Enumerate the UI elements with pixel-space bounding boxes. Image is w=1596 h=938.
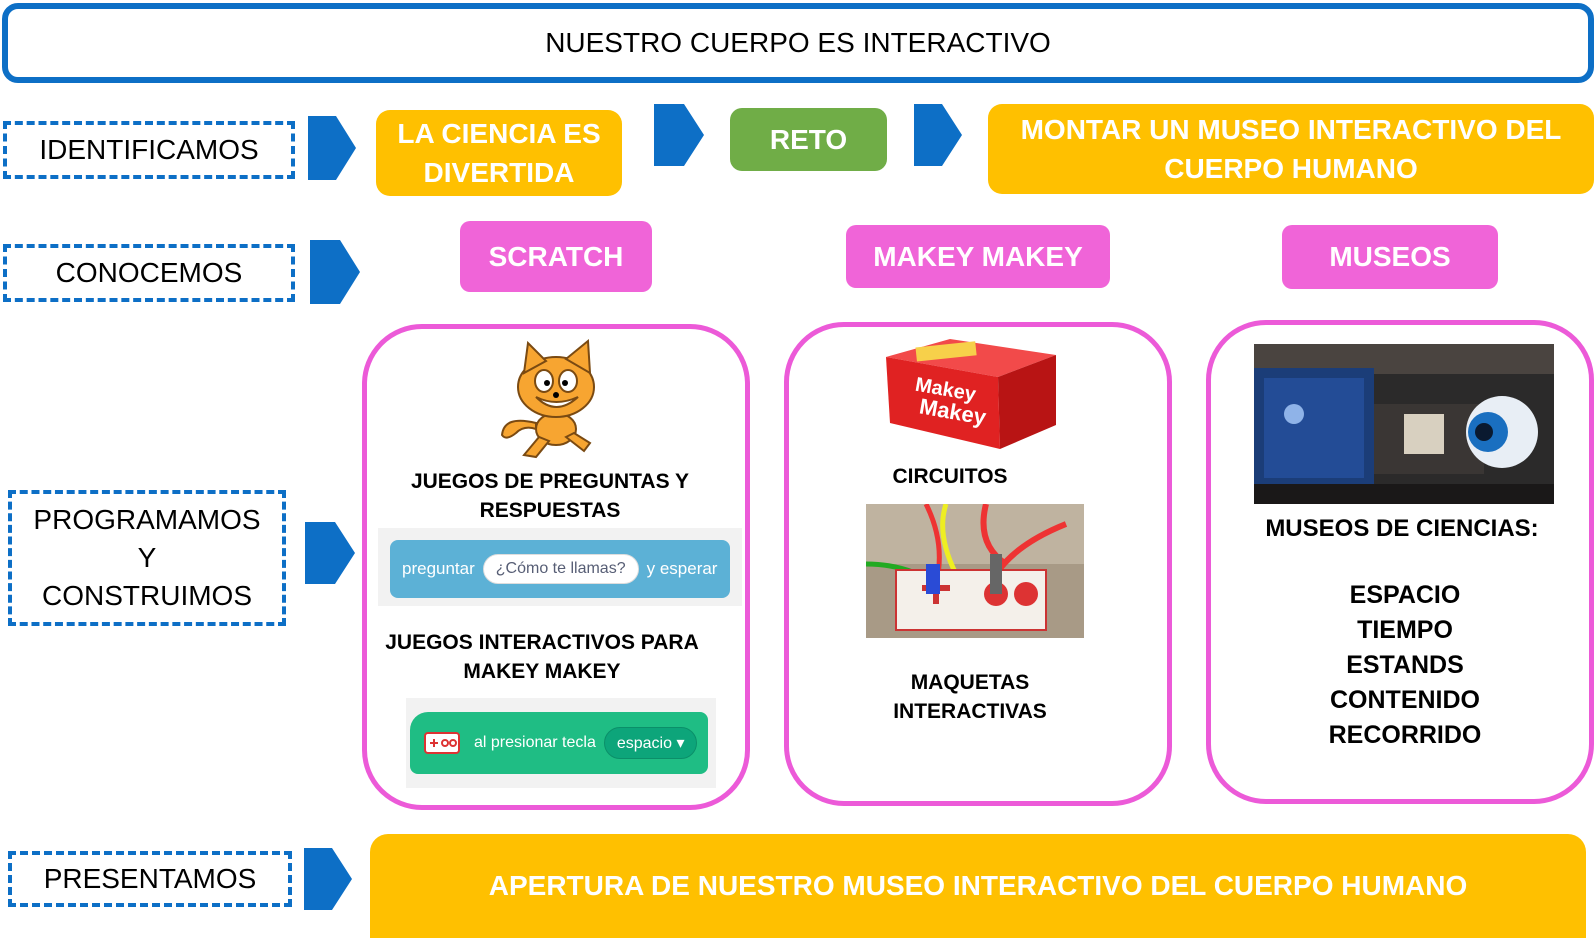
museos-item: ESTANDS <box>1346 651 1464 679</box>
museos-item: TIEMPO <box>1357 616 1453 644</box>
scratch-label-2: JUEGOS INTERACTIVOS PARA MAKEY MAKEY <box>372 628 712 687</box>
key-dropdown-value: espacio <box>616 735 672 752</box>
tool-makey: MAKEY MAKEY <box>846 225 1110 288</box>
stage-identificamos: IDENTIFICAMOS <box>3 121 295 179</box>
museos-list: ESPACIO TIEMPO ESTANDS CONTENIDO RECORRI… <box>1300 578 1510 753</box>
tool-label: SCRATCH <box>488 240 624 272</box>
scratch-block-area-2: al presionar tecla espacio ▾ <box>406 698 716 788</box>
ciencia-line2: DIVERTIDA <box>423 157 575 188</box>
circuitos-label: CIRCUITOS <box>880 462 1020 491</box>
key-press-block: al presionar tecla espacio ▾ <box>410 712 708 774</box>
tool-museos: MUSEOS <box>1282 225 1498 289</box>
stage-label-line1: PROGRAMAMOS <box>33 504 261 536</box>
ask-block: preguntar ¿Cómo te llamas? y esperar <box>390 540 730 598</box>
maquetas-line1: MAQUETAS <box>910 671 1030 694</box>
museos-heading-text: MUSEOS DE CIENCIAS: <box>1265 515 1539 542</box>
key-press-label: al presionar tecla <box>474 734 596 751</box>
tool-label: MAKEY MAKEY <box>873 240 1083 272</box>
ciencia-box: LA CIENCIA ES DIVERTIDA <box>376 110 622 196</box>
museos-item: ESPACIO <box>1349 581 1461 609</box>
tool-scratch: SCRATCH <box>460 221 652 292</box>
museos-item: CONTENIDO <box>1330 686 1480 714</box>
scratch-label-2-line2: MAKEY MAKEY <box>463 660 621 684</box>
key-dropdown: espacio ▾ <box>603 727 698 759</box>
ask-block-question: ¿Cómo te llamas? <box>482 554 639 584</box>
arrow-icon <box>305 522 355 584</box>
ask-block-label: preguntar <box>402 559 475 578</box>
stage-label: PRESENTAMOS <box>43 863 257 895</box>
circuitos-text: CIRCUITOS <box>892 465 1008 488</box>
scratch-block-area-1: preguntar ¿Cómo te llamas? y esperar <box>378 528 742 606</box>
makey-box-image: Makey Makey <box>886 339 1056 449</box>
museo-goal-line1: MONTAR UN MUSEO INTERACTIVO DEL <box>1020 113 1562 145</box>
dropdown-arrow-icon: ▾ <box>676 735 685 752</box>
final-box: APERTURA DE NUESTRO MUSEO INTERACTIVO DE… <box>370 834 1586 938</box>
makey-block-icon <box>424 732 460 754</box>
museum-photo <box>1254 344 1554 504</box>
ciencia-line1: LA CIENCIA ES <box>397 117 601 149</box>
scratch-label-1-line2: RESPUESTAS <box>479 499 621 523</box>
arrow-icon <box>310 240 360 304</box>
museos-item: RECORRIDO <box>1328 721 1482 749</box>
arrow-icon <box>914 104 962 166</box>
tool-label: MUSEOS <box>1329 241 1451 272</box>
reto-label: RETO <box>769 123 848 155</box>
arrow-icon <box>304 848 352 910</box>
scratch-label-1: JUEGOS DE PREGUNTAS Y RESPUESTAS <box>380 467 720 526</box>
ask-block-wait: y esperar <box>646 559 718 578</box>
stage-programamos: PROGRAMAMOS Y CONSTRUIMOS <box>8 490 286 626</box>
stage-presentamos: PRESENTAMOS <box>8 851 292 907</box>
scratch-label-2-line1: JUEGOS INTERACTIVOS PARA <box>385 631 699 654</box>
maquetas-label: MAQUETAS INTERACTIVAS <box>870 668 1070 727</box>
reto-box: RETO <box>730 108 887 171</box>
museo-goal-box: MONTAR UN MUSEO INTERACTIVO DEL CUERPO H… <box>988 104 1594 194</box>
stage-label: IDENTIFICAMOS <box>39 134 259 166</box>
stage-label-line3: CONSTRUIMOS <box>42 579 252 611</box>
arrow-icon <box>654 104 704 166</box>
scratch-cat-icon <box>500 338 595 459</box>
stage-label: CONOCEMOS <box>55 257 243 289</box>
museos-heading: MUSEOS DE CIENCIAS: <box>1246 512 1558 546</box>
arrow-icon <box>308 116 356 180</box>
stage-label-line2: Y <box>137 542 157 574</box>
final-text: APERTURA DE NUESTRO MUSEO INTERACTIVO DE… <box>488 870 1468 902</box>
scratch-label-1-line1: JUEGOS DE PREGUNTAS Y <box>410 470 690 493</box>
makey-board-image <box>866 504 1084 638</box>
page-title: NUESTRO CUERPO ES INTERACTIVO <box>2 3 1594 83</box>
maquetas-line2: INTERACTIVAS <box>893 700 1047 724</box>
title-text: NUESTRO CUERPO ES INTERACTIVO <box>545 27 1051 58</box>
museo-goal-line2: CUERPO HUMANO <box>1164 153 1418 184</box>
stage-conocemos: CONOCEMOS <box>3 244 295 302</box>
